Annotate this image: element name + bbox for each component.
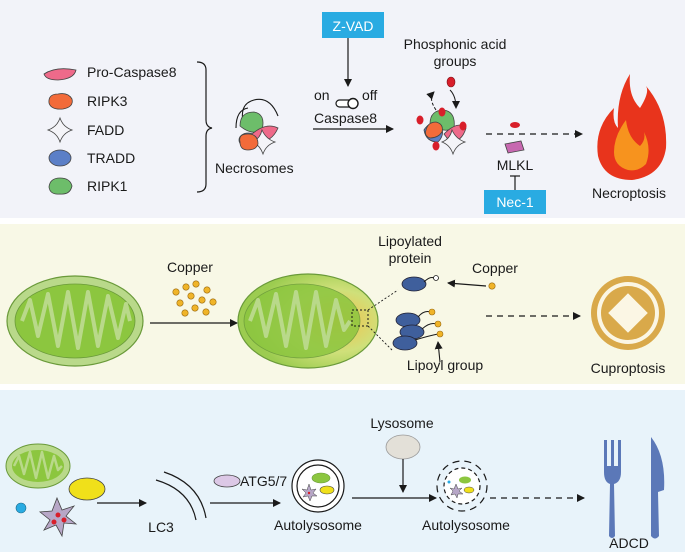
lipid-droplet-icon xyxy=(68,477,106,501)
copper-label-2: Copper xyxy=(472,260,518,276)
small-vesicle-icon xyxy=(15,502,27,514)
switch-off-label: off xyxy=(362,87,377,103)
fire-icon xyxy=(597,74,667,180)
pro-caspase8-icon xyxy=(43,68,77,81)
lc3-label: LC3 xyxy=(148,519,174,535)
phosphate-dot-icon xyxy=(446,76,456,88)
necrosome-complex xyxy=(235,98,279,156)
legend: Pro-Caspase8 RIPK3 FADD TRADD RIPK1 xyxy=(43,64,177,195)
caspase8-label: Caspase8 xyxy=(314,110,377,126)
copper-dots-cluster xyxy=(172,280,217,317)
adcd-label: ADCD xyxy=(609,535,649,551)
legend-fadd: FADD xyxy=(87,122,124,138)
switch-on-label: on xyxy=(314,87,330,103)
necrosomes-label: Necrosomes xyxy=(215,160,294,176)
lipoyl-group-arrow xyxy=(434,341,443,363)
copper-label-1: Copper xyxy=(167,259,213,275)
cuproptosis-label: Cuproptosis xyxy=(591,360,666,376)
autolysosome-icon xyxy=(436,460,488,512)
zvad-box xyxy=(322,12,384,38)
necroptosis-label: Necroptosis xyxy=(592,185,666,201)
atg-label: ATG5/7 xyxy=(240,473,287,489)
zvad-label: Z-VAD xyxy=(333,18,374,34)
legend-ripk3: RIPK3 xyxy=(87,93,128,109)
tradd-icon xyxy=(48,149,72,167)
damaged-protein-icon xyxy=(38,496,78,538)
atg-protein-icon xyxy=(213,474,241,488)
mitochondrion-icon xyxy=(6,275,144,367)
copper-coin-icon xyxy=(591,276,665,350)
lysosome-icon xyxy=(385,434,421,460)
ripk1-icon xyxy=(48,177,73,195)
panel-necroptosis: Pro-Caspase8 RIPK3 FADD TRADD RIPK1 Necr… xyxy=(0,0,685,218)
zoom-line-bottom xyxy=(367,325,393,351)
mitochondrion-icon xyxy=(5,443,71,489)
aggregated-proteins-icon xyxy=(392,308,444,351)
lipoylated-protein-icon xyxy=(401,275,439,292)
panel-background xyxy=(0,390,685,552)
nec1-label: Nec-1 xyxy=(496,194,534,210)
mlkl-label: MLKL xyxy=(497,157,534,173)
nec1-box xyxy=(484,190,546,214)
mitochondrion-copper-icon xyxy=(237,273,379,369)
mlkl-icon xyxy=(504,140,525,154)
legend-tradd: TRADD xyxy=(87,150,135,166)
phosphonic-label-line1: Phosphonic acid xyxy=(404,36,507,52)
lipoylated-label-line2: protein xyxy=(389,250,432,266)
mlkl-phosphate-icon xyxy=(510,122,520,128)
copper-arrow-2 xyxy=(447,279,487,288)
phosphorylated-necrosome xyxy=(416,89,467,156)
lipoylated-label-line1: Lipoylated xyxy=(378,233,442,249)
lysosome-label: Lysosome xyxy=(370,415,434,431)
copper-dot-icon xyxy=(488,282,496,290)
phosphonic-label-line2: groups xyxy=(434,53,477,69)
panel-cuproptosis: Copper Lipoylated protein Copper xyxy=(0,224,685,384)
lipoyl-group-label: Lipoyl group xyxy=(407,357,483,373)
legend-bracket xyxy=(196,61,213,193)
switch-knob-icon xyxy=(347,97,359,110)
phagophore-icon xyxy=(163,471,207,519)
legend-ripk1: RIPK1 xyxy=(87,178,128,194)
autolysosome-label-1: Autolysosome xyxy=(274,517,362,533)
autophagosome-icon xyxy=(291,459,345,513)
fork-knife-icon xyxy=(604,437,665,539)
panel-adcd: LC3 ATG5/7 Autolysosome Lysosome Au xyxy=(0,390,685,552)
fadd-icon xyxy=(46,116,74,144)
legend-pro-caspase8: Pro-Caspase8 xyxy=(87,64,177,80)
ripk3-icon xyxy=(48,93,73,110)
autolysosome-label-2: Autolysosome xyxy=(422,517,510,533)
